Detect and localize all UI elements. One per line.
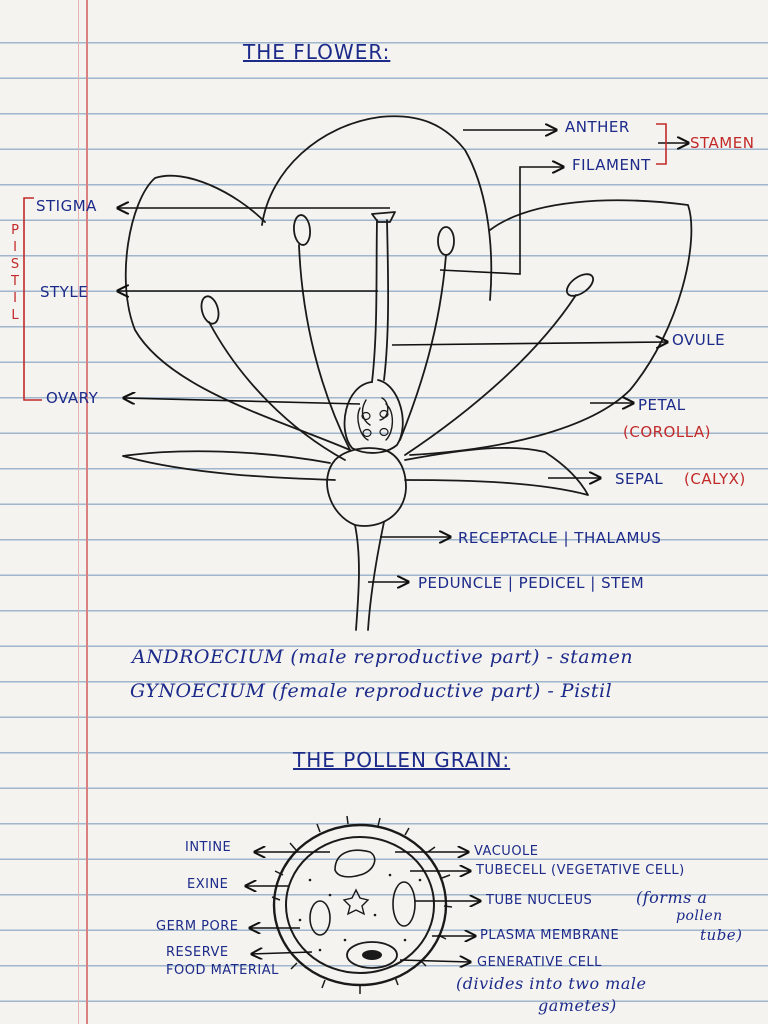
anther-1 — [293, 214, 311, 246]
tube-nucleus-body — [392, 881, 416, 927]
filament-4 — [404, 294, 577, 456]
filament-3 — [399, 254, 447, 441]
label-germ-pore: GERM PORE — [156, 919, 239, 934]
pistil-letter: T — [11, 274, 19, 289]
pistil-letter: I — [13, 291, 17, 306]
style-tube — [371, 219, 390, 383]
generative-cell — [346, 941, 398, 969]
label-receptacle: RECEPTACLE | THALAMUS — [458, 529, 662, 547]
pollen-title: THE POLLEN GRAIN: — [293, 748, 511, 772]
generative-note-2: gametes) — [538, 996, 617, 1015]
nucleolus — [342, 888, 370, 916]
label-peduncle: PEDUNCLE | PEDICEL | STEM — [418, 574, 645, 592]
label-ovary: OVARY — [46, 389, 99, 407]
tube-nucleus-note-3: tube) — [700, 926, 743, 944]
label-pistil-vertical: P I S T I L — [8, 222, 22, 324]
label-reserve: RESERVE — [166, 945, 229, 960]
label-food-material: FOOD MATERIAL — [166, 963, 279, 978]
generative-note-1: (divides into two male — [456, 974, 647, 993]
label-tube-nucleus: TUBE NUCLEUS — [486, 893, 593, 908]
tube-nucleus-note-2: pollen — [676, 908, 723, 924]
label-calyx: (CALYX) — [684, 470, 746, 488]
anther-3 — [437, 226, 455, 256]
reserve-food — [309, 900, 331, 936]
ovary — [343, 379, 404, 454]
label-petal: PETAL — [638, 396, 686, 414]
anther-2 — [200, 295, 220, 325]
pistil-letter: L — [11, 308, 19, 323]
peduncle — [354, 521, 385, 631]
left-petal — [124, 174, 351, 451]
margin-line — [86, 0, 88, 1024]
gynoecium-note: GYNOECIUM (female reproductive part) - P… — [130, 680, 613, 702]
label-anther: ANTHER — [565, 118, 630, 136]
flower-title: THE FLOWER: — [243, 40, 391, 64]
pistil-letter: I — [13, 240, 17, 255]
back-petal — [261, 115, 493, 301]
label-plasma-membrane: PLASMA MEMBRANE — [480, 928, 620, 943]
label-tube-cell: TUBECELL (VEGETATIVE CELL) — [476, 863, 685, 878]
anther-4 — [565, 273, 595, 297]
margin-line-inner — [78, 0, 79, 1024]
label-filament: FILAMENT — [572, 156, 651, 174]
label-style: STYLE — [40, 283, 89, 301]
pistil-letter: S — [10, 257, 20, 272]
label-corolla: (COROLLA) — [623, 423, 712, 441]
filament-1 — [298, 244, 351, 451]
androecium-note: ANDROECIUM (male reproductive part) - st… — [132, 646, 634, 668]
right-petal — [409, 199, 693, 456]
label-sepal: SEPAL — [615, 470, 664, 488]
stigma-head — [371, 211, 396, 223]
label-stigma: STIGMA — [36, 197, 97, 215]
vacuole — [334, 849, 376, 878]
label-vacuole: VACUOLE — [474, 844, 539, 859]
pollen-exine — [272, 823, 448, 987]
label-intine: INTINE — [185, 840, 232, 855]
label-stamen: STAMEN — [690, 134, 755, 152]
label-generative-cell: GENERATIVE CELL — [477, 955, 602, 970]
label-ovule: OVULE — [672, 331, 726, 349]
pollen-intine — [285, 836, 435, 974]
pistil-letter: P — [11, 223, 19, 238]
left-sepal — [122, 450, 336, 481]
right-sepal — [404, 446, 589, 496]
tube-nucleus-note-1: (forms a — [636, 888, 708, 907]
label-exine: EXINE — [187, 877, 229, 892]
receptacle — [326, 447, 407, 527]
